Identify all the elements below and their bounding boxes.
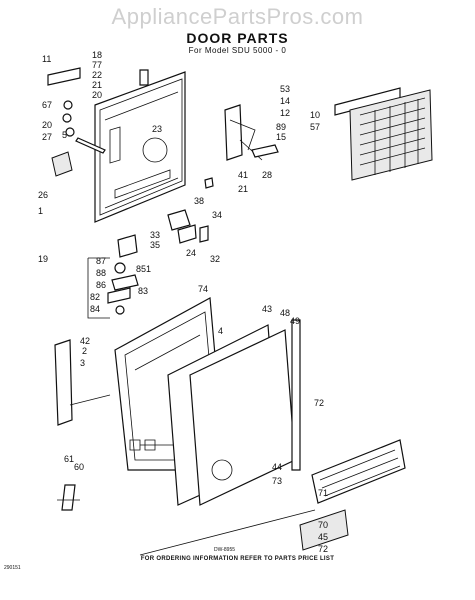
part-label: 84 [90, 304, 100, 314]
part-label: 24 [186, 248, 196, 258]
vent-grille [334, 87, 433, 181]
part-label: 14 [280, 96, 290, 106]
part-label: 23 [152, 124, 162, 134]
drawing-number: DW-8955 [214, 547, 236, 553]
part-label: 38 [194, 196, 204, 206]
part-label: 73 [272, 476, 282, 486]
part-label: 26 [38, 190, 48, 200]
part-label: 21 [92, 80, 102, 90]
part-label: 10 [310, 110, 320, 120]
spring-assembly [204, 104, 279, 189]
part-label: 12 [280, 108, 290, 118]
part-label: 27 [42, 132, 52, 142]
kick-plate [139, 439, 406, 556]
part-label: 33 [150, 230, 160, 240]
part-label: 53 [280, 84, 290, 94]
part-label: 2 [82, 346, 87, 356]
part-label: 43 [262, 304, 272, 314]
part-label: 61 [64, 454, 74, 464]
part-label: 74 [198, 284, 208, 294]
dispenser-parts [87, 209, 209, 319]
door-panels [167, 319, 301, 506]
part-label: 1 [38, 206, 43, 216]
part-label: 20 [92, 90, 102, 100]
part-label: 48 [280, 308, 290, 318]
part-label: 34 [212, 210, 222, 220]
part-label: 20 [42, 120, 52, 130]
part-label: 83 [138, 286, 148, 296]
part-label: 87 [96, 256, 106, 266]
part-label: 18 [92, 50, 102, 60]
part-label: 44 [272, 462, 282, 472]
catalog-code: 290151 [4, 565, 21, 571]
part-label: 5 [62, 130, 67, 140]
part-label: 851 [136, 264, 151, 274]
part-label: 72 [314, 398, 324, 408]
part-label: 3 [80, 358, 85, 368]
part-label: 67 [42, 100, 52, 110]
part-label: 45 [318, 532, 328, 542]
part-label: 15 [276, 132, 286, 142]
part-label: 21 [238, 184, 248, 194]
part-label: 28 [262, 170, 272, 180]
part-label: 11 [42, 54, 51, 64]
part-label: 19 [38, 254, 48, 264]
part-label: 89 [276, 122, 286, 132]
part-label: 60 [74, 462, 84, 472]
ordering-note: FOR ORDERING INFORMATION REFER TO PARTS … [140, 556, 335, 562]
part-label: 86 [96, 280, 106, 290]
part-label: 41 [238, 170, 248, 180]
part-label: 72 [318, 544, 328, 554]
part-label: 82 [90, 292, 100, 302]
inner-door-panel [94, 71, 186, 223]
part-label: 22 [92, 70, 102, 80]
part-label: 32 [210, 254, 220, 264]
latch-hardware [47, 67, 149, 177]
part-label: 77 [92, 60, 102, 70]
part-label: 57 [310, 122, 320, 132]
part-label: 70 [318, 520, 328, 530]
part-label: 49 [290, 316, 300, 326]
part-label: 35 [150, 240, 160, 250]
part-label: 88 [96, 268, 106, 278]
watermark: AppliancePartsPros.com [111, 4, 364, 29]
part-label: 71 [318, 488, 328, 498]
page-title: DOOR PARTS [186, 30, 289, 46]
hinge-arm [54, 339, 111, 511]
part-label: 42 [80, 336, 90, 346]
model-subtitle: For Model SDU 5000 - 0 [188, 46, 287, 55]
part-label: 4 [218, 326, 223, 336]
